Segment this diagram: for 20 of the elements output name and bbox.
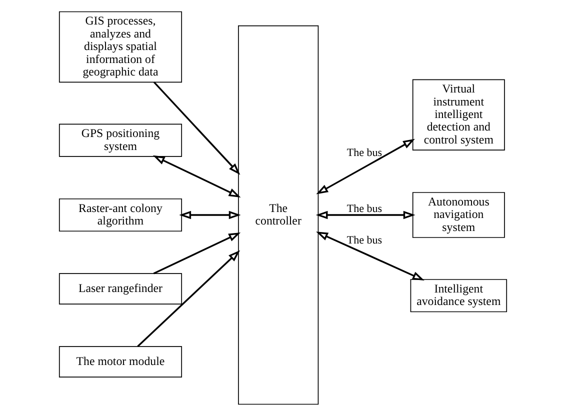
arrow <box>179 210 241 220</box>
node-box: GPS positioning system <box>58 124 182 157</box>
edge-label: The bus <box>346 202 382 215</box>
node-box: The controller <box>238 25 319 405</box>
node-box: Laser rangefinder <box>58 273 182 305</box>
edge-label: The bus <box>346 146 382 159</box>
node-box: Raster-ant colony algorithm <box>58 198 182 232</box>
node-box: GIS processes, analyzes and displays spatial information of geographic data <box>58 11 182 83</box>
arrow <box>316 210 416 220</box>
node-box: The motor module <box>58 346 182 378</box>
arrow <box>153 232 241 274</box>
arrow <box>153 82 240 175</box>
arrow <box>316 232 424 281</box>
arrow <box>137 250 240 347</box>
arrow <box>152 155 241 198</box>
edge-label: The bus <box>346 234 382 246</box>
arrow <box>316 138 415 194</box>
node-box: Intelligent avoidance system <box>410 279 508 312</box>
node-box: Virtual instrument intelligent detection and control system <box>412 79 505 151</box>
node-box: Autonomous navigation system <box>412 192 505 238</box>
